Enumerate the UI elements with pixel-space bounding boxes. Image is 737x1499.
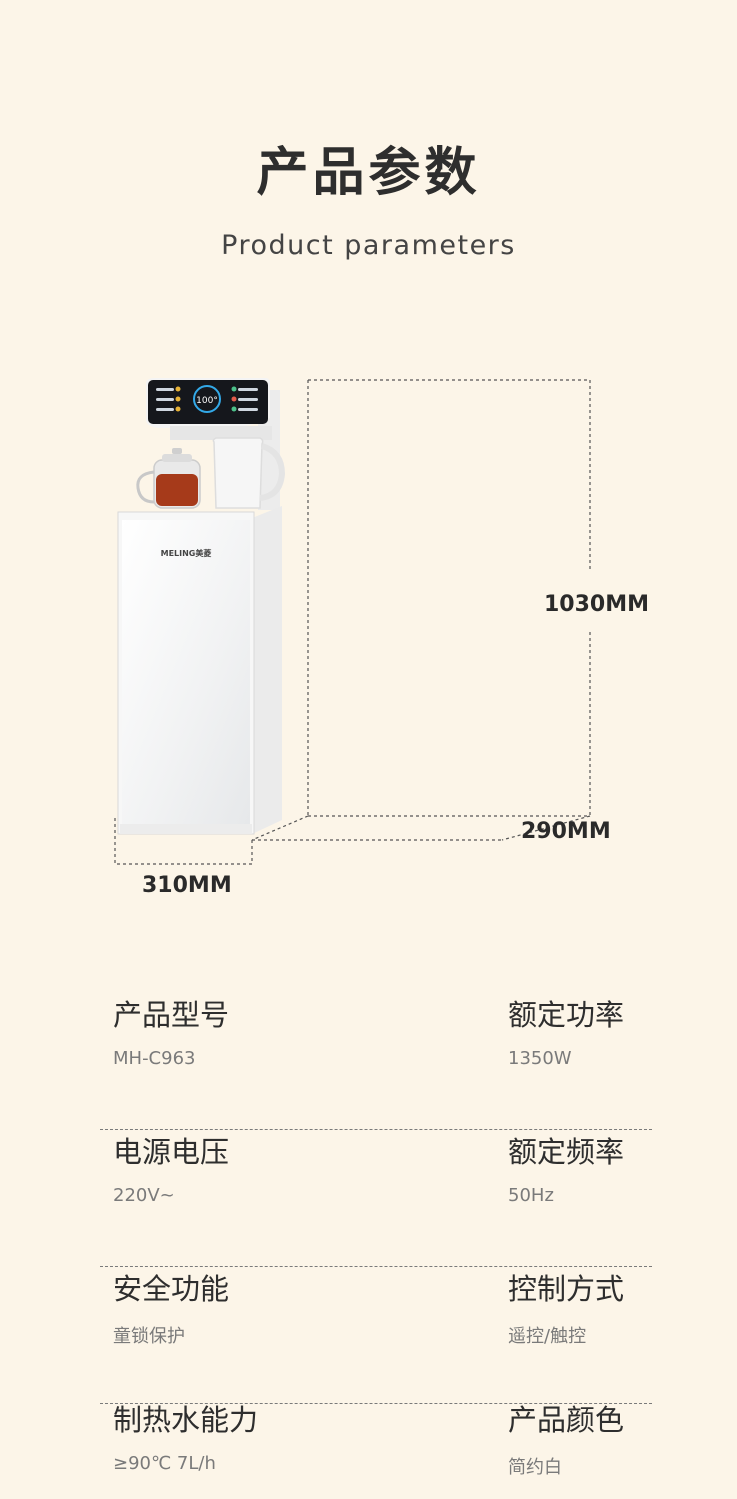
spec-label: 额定频率 [508,1135,625,1169]
spec-label: 控制方式 [508,1272,625,1306]
spec-label: 产品颜色 [508,1403,625,1437]
spec-item: 控制方式 遥控/触控 [508,1266,624,1348]
spec-item: 电源电压 220V~ [113,1129,229,1206]
spec-row: 安全功能 童锁保护 控制方式 遥控/触控 [100,1266,652,1404]
spec-value: 220V~ [113,1185,175,1206]
spec-value: 简约白 [508,1457,562,1478]
spec-value: 50Hz [508,1185,554,1206]
spec-value: MH-C963 [113,1048,196,1069]
spec-item: 产品型号 MH-C963 [113,992,229,1069]
cabinet: MELING美菱 [117,506,282,835]
spec-label: 电源电压 [113,1135,230,1169]
spec-label: 产品型号 [113,998,230,1032]
spec-row: 制热水能力 ≥90℃ 7L/h 产品颜色 简约白 [100,1397,652,1487]
spec-divider [100,1266,652,1267]
spec-value: 童锁保护 [113,1326,185,1347]
kettle-icon [212,437,286,509]
spec-row: 电源电压 220V~ 额定频率 50Hz [100,1129,652,1267]
spec-item: 产品颜色 简约白 [508,1397,624,1479]
spec-item: 安全功能 童锁保护 [113,1266,229,1348]
page-title: 产品参数 [256,143,481,203]
spec-item: 额定功率 1350W [508,992,624,1069]
panel-temperature: 100° [196,396,218,406]
control-panel: 100° [146,378,270,428]
brand-logo: MELING美菱 [161,548,212,558]
spec-label: 额定功率 [508,998,625,1032]
height-dimension-label: 1030MM [544,592,650,617]
spec-value: 1350W [508,1048,572,1069]
dimension-lines [114,379,591,865]
glass-teapot-icon [136,448,201,509]
water-dispenser-illustration: 100° [114,378,591,865]
spec-value: 遥控/触控 [508,1326,587,1347]
product-figure: 100° [100,370,660,910]
spec-item: 制热水能力 ≥90℃ 7L/h [113,1397,258,1474]
spec-divider [100,1129,652,1130]
spec-item: 额定频率 50Hz [508,1129,624,1206]
width-dimension-label: 310MM [142,873,232,898]
page-subtitle: Product parameters [221,230,516,261]
spec-divider [100,1403,652,1404]
spec-row: 产品型号 MH-C963 额定功率 1350W [100,992,652,1130]
depth-dimension-label: 290MM [521,819,611,844]
spec-label: 制热水能力 [113,1403,259,1437]
spec-value: ≥90℃ 7L/h [113,1453,216,1474]
spec-label: 安全功能 [113,1272,230,1306]
